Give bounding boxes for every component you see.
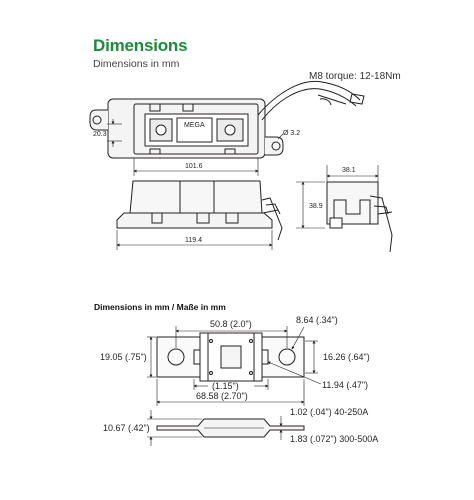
dim-plate-a: 1.02 (.04") 40-250A — [290, 407, 368, 417]
dim-side-width-lines — [326, 165, 379, 182]
fuse-side-view — [156, 418, 305, 438]
dim-side-height: 38.9 — [309, 203, 323, 210]
dim-side-height-lines — [296, 181, 325, 229]
dim-plate-lines — [276, 416, 286, 440]
dim-hole-dia: 8.64 (.34") — [296, 315, 338, 325]
dim-total-length-lines — [116, 230, 273, 250]
dim-height: 20.3 — [93, 131, 107, 138]
dim-left-height-lines — [147, 336, 156, 378]
dim-total: 68.58 (2.70") — [196, 391, 248, 401]
dim-thickness-lines — [147, 410, 202, 446]
dim-hole-spacing-lines — [175, 326, 288, 348]
dim-right-height: 16.26 (.64") — [323, 352, 370, 362]
hole-leader — [277, 133, 284, 140]
dim-body-width-lines — [133, 158, 259, 176]
hole-dia-leader — [291, 326, 305, 350]
dim-thickness: 10.67 (.42") — [103, 423, 150, 433]
dim-inner: (1.15") — [212, 381, 239, 391]
section-title: Dimensions in mm / Maße in mm — [94, 302, 226, 312]
torque-note: M8 torque: 12-18Nm — [309, 71, 401, 82]
dim-right-height-lines — [305, 340, 318, 374]
holder-top-view — [89, 80, 365, 159]
dim-inner-lines — [193, 379, 269, 390]
fuse-top-view — [156, 332, 305, 382]
dim-hole-spacing: 50.8 (2.0") — [210, 319, 252, 329]
dim-left-height: 19.05 (.75") — [100, 352, 147, 362]
holder-side-view — [326, 181, 393, 253]
slot-leader — [267, 361, 322, 385]
page-subtitle: Dimensions in mm — [93, 58, 180, 70]
dim-slot: 11.94 (.47") — [322, 380, 368, 390]
dim-side-width: 38.1 — [342, 167, 356, 174]
page-title: Dimensions — [93, 36, 188, 55]
fuse-label: MEGA — [184, 122, 205, 129]
dim-hole: Ø 3.2 — [283, 130, 300, 137]
dim-height-lines — [107, 119, 122, 147]
holder-front-view — [116, 180, 283, 241]
dim-total-length: 119.4 — [185, 237, 202, 244]
dim-plate-b: 1.83 (.072") 300-500A — [290, 434, 378, 444]
dim-total-lines — [156, 379, 305, 406]
dim-body-width: 101.6 — [185, 163, 203, 170]
